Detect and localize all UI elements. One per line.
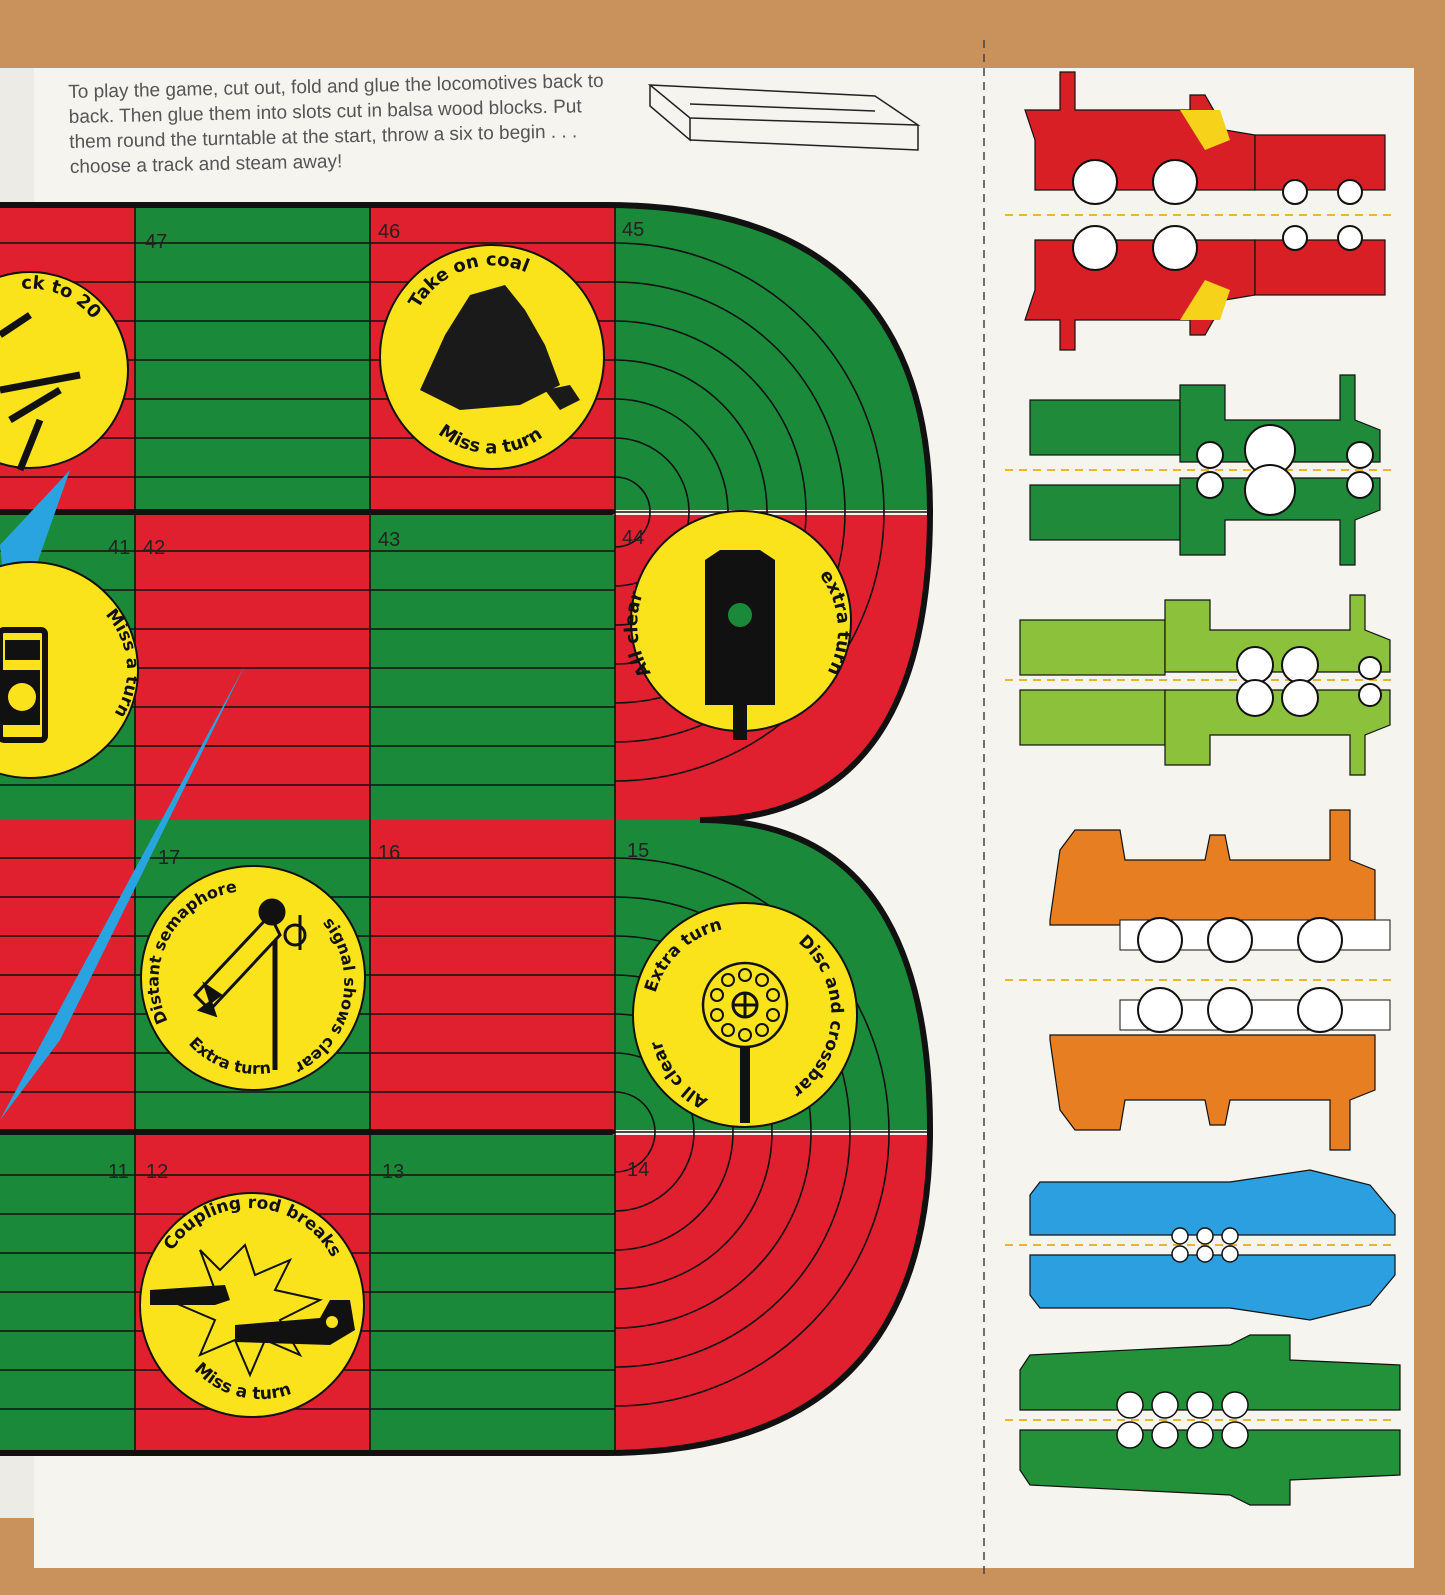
square-12: 12: [146, 1161, 169, 1183]
square-14: 14: [627, 1159, 650, 1181]
balsa-block-diagram: [647, 84, 921, 151]
square-42: 42: [143, 537, 166, 559]
square-41: 41: [108, 537, 131, 559]
lamp-icon: [0, 627, 48, 743]
semaphore-icon: [192, 898, 307, 1070]
square-13: 13: [382, 1161, 405, 1183]
square-11: 11: [108, 1161, 129, 1183]
blue-wedge: [0, 665, 245, 1120]
instructions-text: To play the game, cut out, fold and glue…: [68, 70, 604, 178]
square-44: 44: [622, 527, 645, 549]
blue-streamliner: [1005, 1169, 1396, 1321]
square-46: 46: [378, 221, 401, 243]
square-47: 47: [145, 231, 168, 253]
disc-signal-icon: [701, 961, 789, 1123]
locomotive-cutouts: [1005, 71, 1401, 1506]
orange-loco: [1005, 809, 1395, 1151]
lime-loco: [1005, 594, 1395, 776]
square-16: 16: [378, 842, 401, 864]
take-on-coal-disc: Take on coal Miss a turn: [379, 244, 605, 470]
square-45: 45: [622, 219, 645, 241]
board-outline: [0, 202, 934, 1456]
distant-semaphore-disc: Distant semaphore signal shows clear Ext…: [140, 865, 366, 1091]
all-clear-signal-disc: All clear extra turn: [621, 510, 854, 740]
coupling-rod-disc: Coupling rod breaks Miss a turn: [139, 1192, 365, 1418]
red-loco: [1005, 71, 1395, 351]
coal-icon: [420, 285, 560, 410]
broken-rod-icon: [150, 1243, 355, 1378]
back-to-20-disc: ck to 20: [0, 271, 129, 472]
disc-and-crossbar-disc: Extra turn Disc and crossbar All clear: [632, 902, 858, 1128]
square-17: 17: [158, 847, 181, 869]
green-pacific: [1005, 1334, 1401, 1506]
green-loco: [1005, 374, 1395, 566]
square-15: 15: [627, 840, 650, 862]
colour-light-signal-icon: [705, 550, 775, 740]
lamp-disc: Miss a turn: [0, 561, 142, 779]
square-43: 43: [378, 529, 401, 551]
